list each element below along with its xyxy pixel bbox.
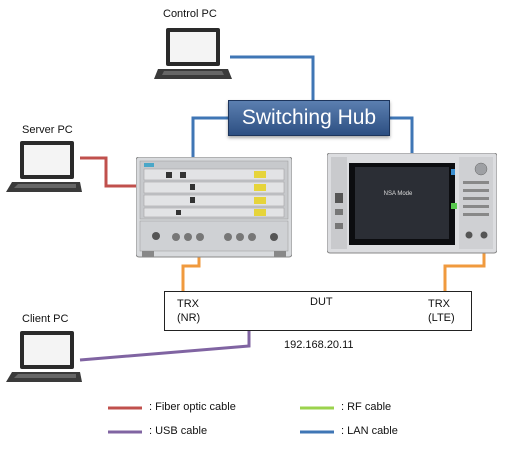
client-pc-label: Client PC (22, 313, 69, 325)
dut-label: DUT (310, 296, 333, 308)
control-pc-label: Control PC (163, 8, 217, 20)
base-station-simulator-icon (136, 157, 292, 258)
legend-usb-label: : USB cable (149, 425, 208, 437)
lan-cable-control-pc (230, 55, 315, 100)
client-pc-laptop-icon (6, 331, 82, 382)
ip-address-label: 192.168.20.11 (284, 339, 354, 351)
trx-nr-label-line2: (NR) (177, 312, 201, 324)
trx-lte-label-line2: (LTE) (428, 312, 455, 324)
legend-swatches (108, 406, 334, 434)
dut-box (164, 291, 472, 331)
control-pc-laptop-icon (154, 28, 232, 79)
trx-nr-label-line1: TRX (177, 298, 199, 310)
switching-hub: Switching Hub (228, 100, 390, 136)
legend-rf-label: : RF cable (341, 401, 392, 413)
screen-text: NSA Mode (384, 191, 413, 197)
trx-lte-label-line1: TRX (428, 298, 450, 310)
legend-fiber-label: : Fiber optic cable (149, 401, 236, 413)
server-pc-laptop-icon (6, 141, 82, 192)
server-pc-label: Server PC (22, 124, 73, 136)
signal-analyzer-icon: NSA Mode (327, 153, 497, 254)
lan-cable-right-instrument (388, 116, 414, 160)
usb-cable (79, 329, 251, 362)
legend-lan-label: : LAN cable (341, 425, 398, 437)
